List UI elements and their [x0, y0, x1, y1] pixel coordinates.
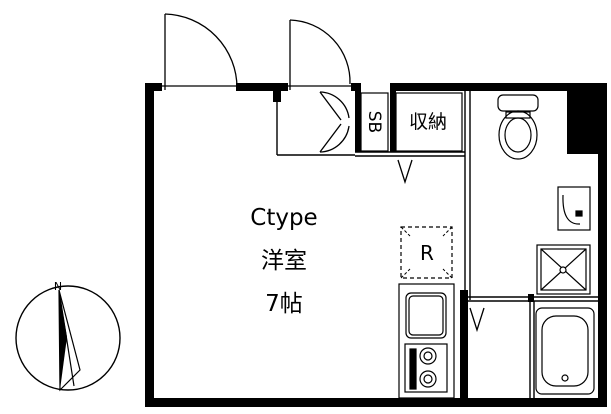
wall-top-mid-a [236, 83, 288, 91]
wall-stub-storage [390, 90, 396, 152]
room-type-label: Ctype [250, 205, 317, 231]
room-size-label: 7帖 [265, 291, 303, 317]
room-label-group: Ctype 洋室 7帖 [250, 205, 317, 317]
shoe-box: SB [360, 92, 389, 152]
wall-top-mid-b [351, 83, 361, 91]
wall-left [145, 83, 154, 406]
washing-machine-pan [536, 244, 591, 295]
wall-stub-sb [355, 90, 361, 152]
storage-label: 収納 [409, 111, 447, 133]
outer-walls [145, 83, 607, 407]
bathtub-icon [535, 307, 595, 395]
wall-stub-entry [273, 88, 281, 102]
wall-right [598, 83, 607, 407]
kitchen-counter [398, 283, 455, 399]
shoe-box-label: SB [364, 111, 384, 133]
wall-kitchen-bath [460, 290, 468, 400]
refrigerator-label: R [420, 241, 434, 265]
sink-icon [405, 292, 447, 339]
storage-closet: 収納 [395, 92, 463, 152]
wall-bottom [145, 398, 607, 407]
room-name-label: 洋室 [261, 248, 307, 274]
wall-bath-washroom [528, 294, 534, 302]
north-label: N [54, 280, 62, 293]
stove-burner-icon [404, 343, 448, 393]
washbasin [557, 186, 591, 231]
refrigerator-space: R [400, 226, 453, 279]
compass-rose-icon: N [15, 280, 121, 392]
toilet-icon [497, 94, 539, 160]
wall-top-right [390, 83, 607, 91]
wall-top-left-stub [145, 83, 162, 91]
door-swing-icon [162, 13, 485, 333]
wall-corner-block-right [567, 90, 607, 154]
